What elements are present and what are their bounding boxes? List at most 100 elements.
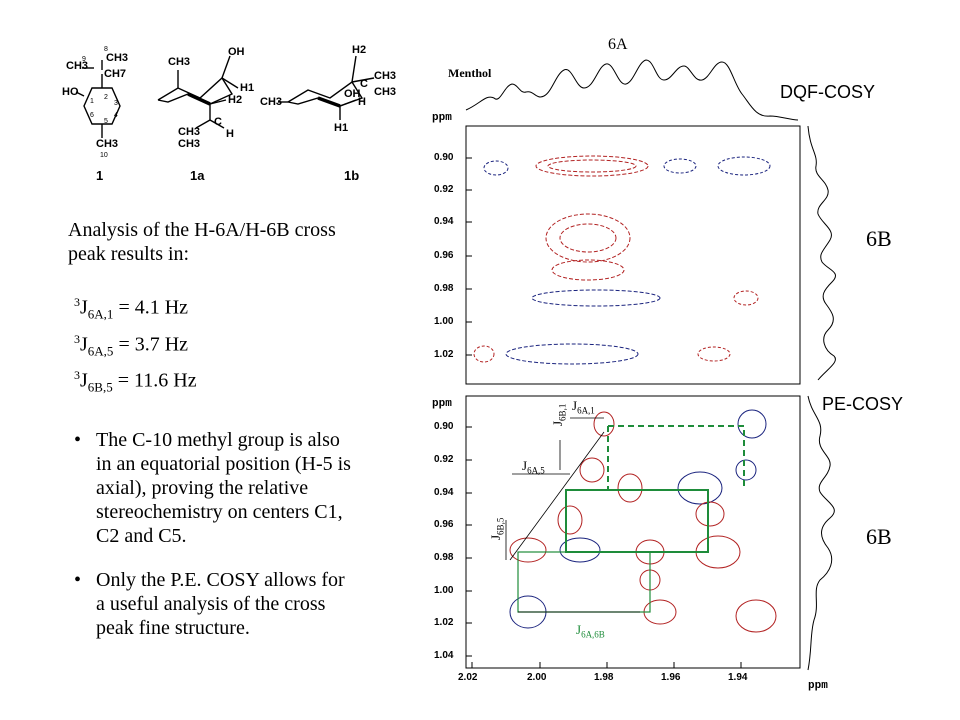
axis-label-6a: 6A bbox=[608, 36, 628, 53]
bullet-2: Only the P.E. COSY allows for a useful a… bbox=[68, 568, 408, 640]
coupling-1: 3J6A,1 = 4.1 Hz bbox=[74, 295, 189, 322]
atom-ch7: CH7 bbox=[104, 68, 127, 80]
atom-1a-c: C bbox=[214, 116, 222, 128]
pe-peak bbox=[677, 471, 723, 505]
atom-1a-h2: H2 bbox=[228, 94, 243, 106]
pe-peak bbox=[509, 595, 547, 629]
pe-y-tick: 0.92 bbox=[434, 454, 454, 465]
pe-peak bbox=[695, 535, 741, 569]
pe-y-tick: 0.94 bbox=[434, 487, 454, 498]
dqf-frame bbox=[465, 125, 801, 385]
ppm-label-pe: ppm bbox=[432, 398, 452, 410]
structures-drawing bbox=[75, 55, 375, 138]
dqf-peak bbox=[473, 345, 495, 363]
dqf-peak bbox=[547, 159, 637, 173]
pe-peak bbox=[509, 537, 547, 563]
atom-number-9: 9 bbox=[82, 56, 86, 63]
atom-1b-h1: H1 bbox=[334, 122, 349, 134]
dqf-peak bbox=[505, 343, 639, 365]
bullet-1: The C-10 methyl group is also in an equa… bbox=[68, 428, 408, 548]
x-tick: 1.98 bbox=[594, 672, 614, 683]
j-coupling-markers bbox=[505, 417, 640, 613]
dqf-cosy-label: DQF-COSY bbox=[780, 82, 876, 102]
dqf-y-tick: 0.92 bbox=[434, 184, 454, 195]
dqf-y-tick: 0.90 bbox=[434, 152, 454, 163]
atom-1b-c: C bbox=[360, 78, 368, 90]
pe-peak bbox=[579, 457, 605, 483]
pe-peak bbox=[617, 473, 643, 503]
structure-label-1: 1 bbox=[96, 168, 104, 183]
side-label-6b-bottom: 6B bbox=[866, 524, 892, 549]
dqf-peak bbox=[531, 289, 661, 307]
bullet-list: The C-10 methyl group is also in an equa… bbox=[68, 428, 408, 640]
atom-1a-h1: H1 bbox=[240, 82, 255, 94]
atom-1b-ch3-r1: CH3 bbox=[374, 70, 397, 82]
side-label-6b-top: 6B bbox=[866, 226, 892, 251]
dqf-y-tick: 1.00 bbox=[434, 316, 454, 327]
dqf-peak bbox=[663, 158, 697, 174]
j-label-6a6b: J6A,6B bbox=[576, 622, 605, 640]
pe-peak bbox=[557, 505, 583, 535]
atom-ch3-top: CH3 bbox=[106, 52, 129, 64]
structure-label-1b: 1b bbox=[344, 168, 360, 183]
atom-1b-ch3-r2: CH3 bbox=[374, 86, 397, 98]
pe-cross-peaks bbox=[509, 409, 777, 633]
atom-ho: HO bbox=[62, 86, 79, 98]
menthol-label: Menthol bbox=[448, 66, 492, 80]
pe-cosy-label: PE-COSY bbox=[822, 394, 904, 414]
pe-peak bbox=[593, 411, 615, 437]
dqf-peak bbox=[733, 290, 759, 306]
pe-peak bbox=[735, 599, 777, 633]
atom-number-1: 1 bbox=[90, 98, 94, 105]
x-tick: 1.94 bbox=[728, 672, 748, 683]
atom-ch3-bottom: CH3 bbox=[96, 138, 119, 150]
ppm-label-dqf: ppm bbox=[432, 112, 452, 124]
pe-y-tick: 0.98 bbox=[434, 552, 454, 563]
coupling-2: 3J6A,5 = 3.7 Hz bbox=[74, 331, 189, 359]
pe-peak bbox=[635, 539, 665, 565]
j-label-6b5: J6B,5 bbox=[488, 517, 506, 540]
j-label-6b1: J6B,1 bbox=[550, 403, 568, 426]
structures-panel: 8 CH3 CH3 9 CH7 HO 1 2 3 6 4 5 CH3 10 1 … bbox=[60, 40, 400, 190]
pe-peak bbox=[559, 537, 601, 563]
pe-peak bbox=[643, 599, 677, 625]
dqf-peak bbox=[717, 156, 771, 176]
pe-y-tick: 0.90 bbox=[434, 421, 454, 432]
dqf-peak bbox=[697, 346, 731, 362]
atom-number-4: 4 bbox=[114, 112, 118, 119]
heading-line-1: Analysis of the H-6A/H-6B cross bbox=[68, 219, 336, 241]
atom-ch3-left: CH3 bbox=[66, 60, 89, 72]
dqf-peak bbox=[551, 259, 625, 281]
dqf-peak bbox=[483, 160, 509, 176]
x-tick: 2.00 bbox=[527, 672, 547, 683]
pe-y-tick: 1.00 bbox=[434, 585, 454, 596]
x-tick: 2.02 bbox=[458, 672, 478, 683]
j-label-6a1: J6A,1 bbox=[572, 398, 595, 416]
atom-1b-oh: OH bbox=[344, 88, 361, 100]
atom-number-6: 6 bbox=[90, 112, 94, 119]
atom-1a-ch3: CH3 bbox=[168, 56, 191, 68]
j-label-6a5: J6A,5 bbox=[522, 458, 545, 476]
dqf-peak bbox=[559, 223, 617, 253]
dqf-y-tick: 0.94 bbox=[434, 216, 454, 227]
atom-1a-ch3b: CH3 bbox=[178, 138, 201, 150]
coupling-3: 3J6B,5 = 11.6 Hz bbox=[74, 368, 197, 395]
dqf-y-tick: 0.98 bbox=[434, 283, 454, 294]
atom-1b-h: H bbox=[358, 96, 366, 108]
x-tick: 1.96 bbox=[661, 672, 681, 683]
dqf-y-tick: 1.02 bbox=[434, 349, 454, 360]
ppm-label-x: ppm bbox=[808, 680, 828, 692]
pe-y-tick: 1.02 bbox=[434, 617, 454, 628]
atom-1b-ch3-left: CH3 bbox=[260, 96, 283, 108]
atom-1b-h2: H2 bbox=[352, 44, 367, 56]
dqf-cross-peaks bbox=[473, 155, 771, 365]
heading-line-2: peak results in: bbox=[68, 243, 190, 265]
dqf-peak bbox=[545, 213, 631, 263]
atom-number-10: 10 bbox=[100, 152, 108, 159]
atom-number-5: 5 bbox=[104, 118, 108, 125]
pe-frame bbox=[465, 395, 801, 669]
pe-peak bbox=[735, 459, 757, 481]
atom-1a-oh: OH bbox=[228, 46, 245, 58]
menthol-1d-projection bbox=[465, 59, 799, 121]
pe-side-projection bbox=[807, 395, 835, 671]
